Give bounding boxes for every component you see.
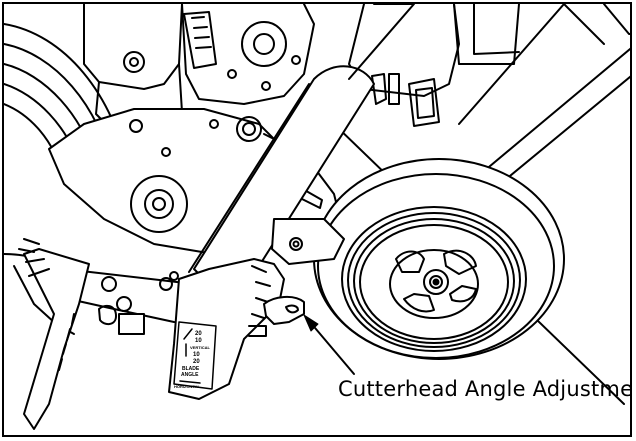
blade-angle-decal: 20 10 VERTICAL 10 20 BLADE ANGLE HORIZON…: [173, 321, 217, 390]
decal-angle-label: ANGLE: [181, 372, 199, 378]
wheel-bracket: [271, 218, 345, 265]
decal-top-number-2: 10: [195, 338, 202, 344]
shroud: [348, 4, 630, 127]
decal-vertical-label: VERTICAL: [190, 345, 211, 350]
cutterhead-illustration: 20 10 VERTICAL 10 20 BLADE ANGLE HORIZON…: [4, 4, 630, 430]
decal-top-number-1: 20: [195, 331, 202, 337]
decal-horizontal-label: HORIZONTAL: [174, 384, 200, 389]
engine-housing: [83, 4, 315, 125]
callout-label: Cutterhead Angle Adjustmet: [338, 377, 632, 401]
skid-shoe: [18, 238, 90, 430]
front-wheel: [313, 158, 565, 360]
decal-mid-number-1: 10: [193, 352, 200, 358]
decal-blade-label: BLADE: [182, 366, 200, 372]
illustration-frame: 20 10 VERTICAL 10 20 BLADE ANGLE HORIZON…: [2, 2, 632, 437]
angle-adjustment-lever: [263, 296, 305, 325]
decal-mid-number-2: 20: [193, 359, 200, 365]
callout-arrow: [303, 314, 355, 375]
